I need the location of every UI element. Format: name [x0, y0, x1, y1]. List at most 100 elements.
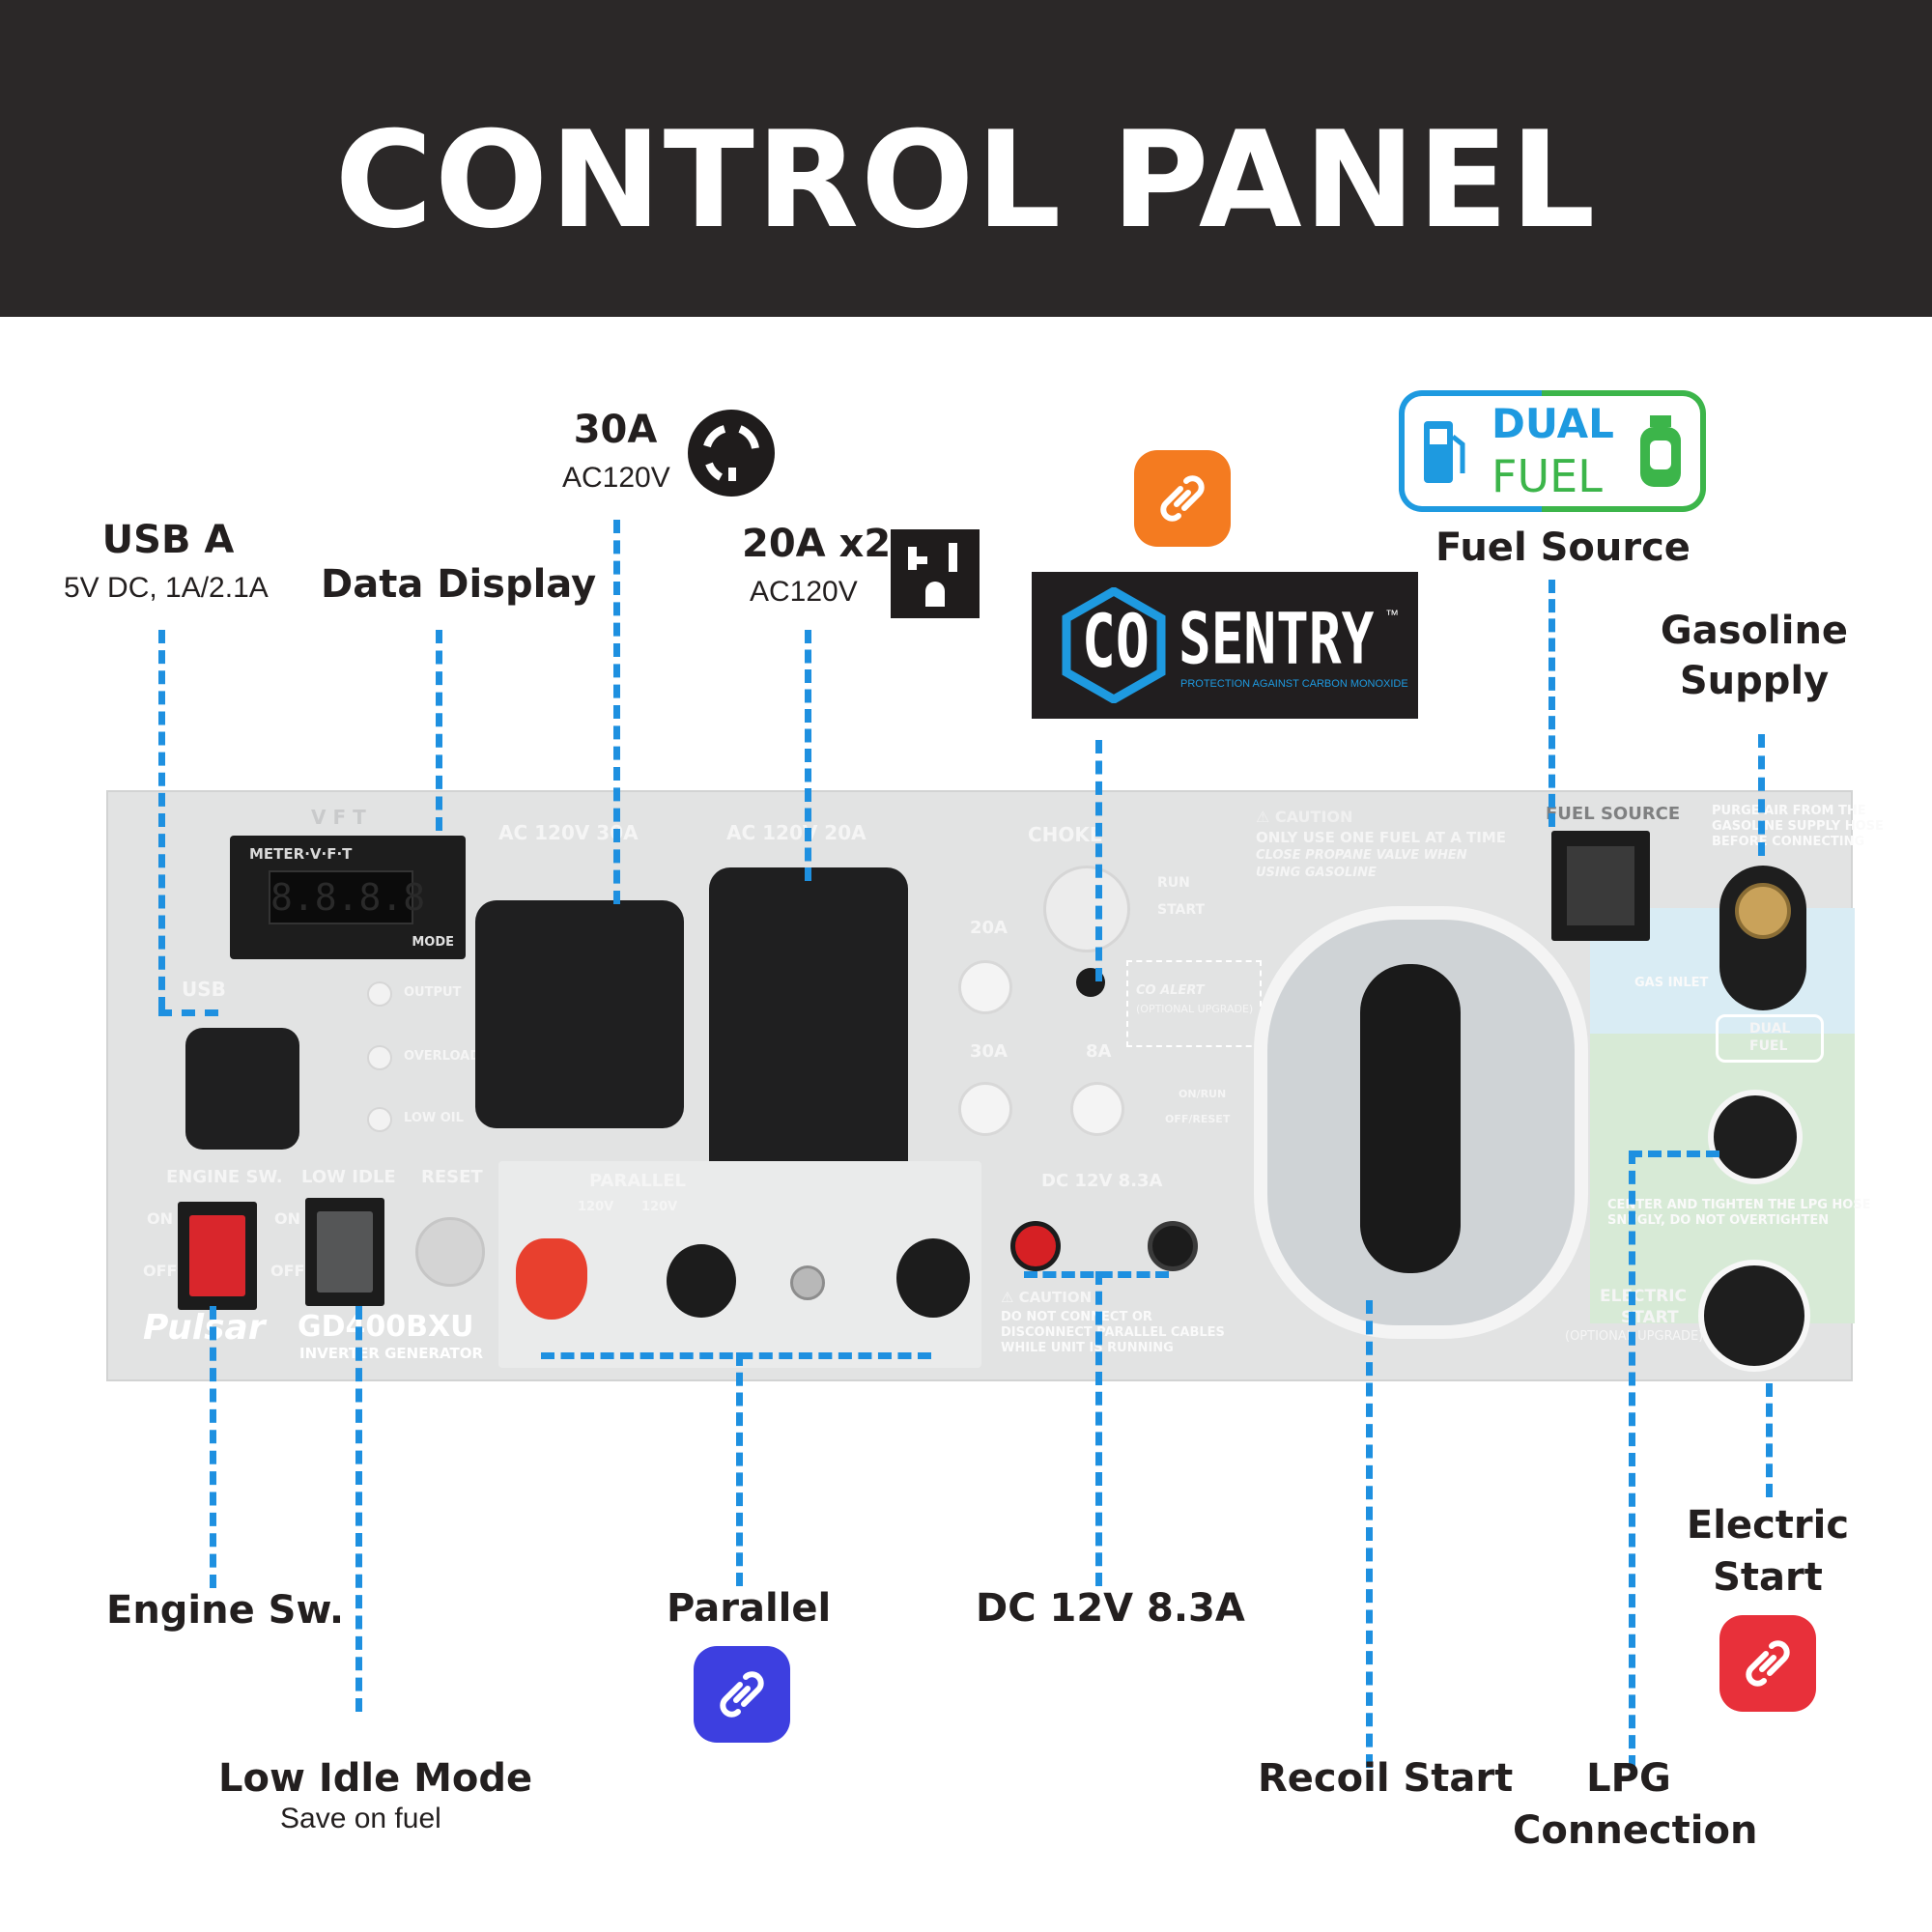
leader-data-display — [436, 630, 442, 831]
gasoline-callout-line2: Supply — [1679, 659, 1830, 703]
fuel-caution-2: CLOSE PROPANE VALVE WHEN — [1256, 848, 1467, 863]
breaker-8a[interactable] — [1070, 1082, 1124, 1136]
start-label: START — [1157, 902, 1206, 918]
low-idle-label: LOW IDLE — [301, 1167, 396, 1187]
sentry-text: SENTRY — [1179, 599, 1375, 681]
co-alert-sub: (OPTIONAL UPGRADE) — [1136, 1003, 1254, 1015]
gasoline-inlet[interactable] — [1719, 866, 1806, 1010]
fuel-caution-title: ⚠ CAUTION — [1256, 808, 1353, 826]
leader-usb — [158, 630, 165, 1010]
choke-knob[interactable] — [1043, 866, 1130, 952]
fuel-text: FUEL — [1492, 450, 1603, 502]
low-oil-label: LOW OIL — [404, 1111, 464, 1125]
leader-20a — [805, 630, 811, 881]
lpg-note-2: SNUGLY, DO NOT OVERTIGHTEN — [1607, 1213, 1830, 1228]
run-label: RUN — [1157, 875, 1190, 891]
purge-note-2: GASOLINE SUPPLY HOSE — [1712, 819, 1884, 834]
fuel-source-label: FUEL SOURCE — [1546, 804, 1681, 824]
fuel-source-callout: Fuel Source — [1435, 526, 1690, 570]
low-idle-callout-title: Low Idle Mode — [218, 1756, 533, 1801]
leader-usb-h — [158, 1009, 218, 1016]
lpg-note-1: CENTER AND TIGHTEN THE LPG HOSE — [1607, 1198, 1871, 1212]
control-panel: V F T METER·V·F·T 8.8.8.8 MODE USB OUTPU… — [106, 790, 1884, 1381]
reset-button[interactable] — [415, 1217, 485, 1287]
breaker-8a-label: 8A — [1086, 1041, 1112, 1062]
leader-parallel — [736, 1352, 743, 1586]
usb-callout-title: USB A — [101, 518, 235, 562]
brand-logo: Pulsar — [143, 1308, 266, 1348]
dc-caution-1: DO NOT CONNECT OR — [1001, 1310, 1152, 1324]
outlet-20a-callout-title: 20A x2 — [742, 522, 892, 566]
hexagon-shield-icon — [1062, 587, 1166, 703]
twist-lock-outlet-icon — [688, 410, 775, 497]
dc-terminal-negative[interactable] — [1148, 1221, 1198, 1271]
leader-low-idle — [355, 1306, 362, 1712]
data-display-meter: METER·V·F·T 8.8.8.8 MODE — [230, 836, 466, 959]
low-idle-switch[interactable] — [305, 1198, 384, 1306]
leader-30a — [613, 520, 620, 904]
output-label: OUTPUT — [404, 985, 462, 1000]
recoil-start-callout: Recoil Start — [1258, 1756, 1514, 1801]
output-led — [367, 981, 392, 1007]
co-alert-box: CO ALERT (OPTIONAL UPGRADE) — [1126, 960, 1262, 1047]
link-icon — [720, 1671, 764, 1718]
overload-label: OVERLOAD — [404, 1049, 481, 1064]
choke-label: CHOKE — [1028, 823, 1103, 846]
engine-off-label: OFF — [143, 1262, 178, 1280]
outlet-30a-cover[interactable] — [475, 900, 684, 1128]
page-title: CONTROL PANEL — [334, 102, 1598, 258]
electric-start-link-badge[interactable] — [1719, 1615, 1816, 1712]
parallel-port-black[interactable] — [667, 1244, 736, 1318]
dc-usb-port-black[interactable] — [896, 1238, 970, 1318]
gas-inlet-label: GAS INLET — [1634, 976, 1709, 990]
propane-tank-icon — [1640, 415, 1681, 487]
dc-caution-3: WHILE UNIT IS RUNNING — [1001, 1341, 1174, 1355]
parallel-link-badge[interactable] — [694, 1646, 790, 1743]
dual-fuel-logo: DUAL FUEL — [1399, 390, 1706, 512]
usb-label: USB — [182, 978, 226, 1001]
dc-callout: DC 12V 8.3A — [976, 1586, 1245, 1631]
usb-cover[interactable] — [185, 1028, 299, 1150]
dual-text: DUAL — [1492, 400, 1614, 447]
engine-sw-callout: Engine Sw. — [106, 1588, 345, 1633]
recoil-handle[interactable] — [1360, 964, 1461, 1273]
leader-recoil — [1366, 1300, 1373, 1768]
co-sentry-tagline: PROTECTION AGAINST CARBON MONOXIDE — [1180, 678, 1408, 690]
dc-terminal-positive[interactable] — [1010, 1221, 1061, 1271]
lpg-callout-line1: LPG — [1586, 1756, 1671, 1801]
parallel-label: PARALLEL — [589, 1171, 686, 1191]
electric-start-button[interactable] — [1698, 1260, 1810, 1372]
engine-sw-label: ENGINE SW. — [166, 1167, 283, 1187]
leader-co-sentry — [1095, 740, 1102, 981]
engine-switch[interactable] — [178, 1202, 257, 1310]
leader-engine-sw — [210, 1306, 216, 1588]
parallel-120v-a: 120V — [578, 1200, 614, 1214]
parallel-port-red[interactable] — [516, 1238, 587, 1320]
low-idle-on-label: ON — [274, 1209, 300, 1228]
low-oil-led — [367, 1107, 392, 1132]
purge-note-3: BEFORE CONNECTING — [1712, 835, 1865, 849]
leader-gasoline — [1758, 734, 1765, 856]
breaker-20a[interactable] — [958, 960, 1012, 1014]
lpg-inlet[interactable] — [1708, 1090, 1803, 1184]
link-icon — [1746, 1640, 1790, 1687]
outlet-30a-callout-detail: AC120V — [562, 462, 670, 494]
fuel-source-switch[interactable] — [1551, 831, 1650, 941]
leader-lpg-h — [1629, 1151, 1719, 1157]
tm-mark: ™ — [1385, 607, 1399, 622]
co-alert-label: CO ALERT — [1136, 983, 1205, 998]
outlet-30a-callout-title: 30A — [573, 408, 658, 452]
model-subtitle: INVERTER GENERATOR — [299, 1345, 484, 1362]
ground-terminal[interactable] — [790, 1265, 825, 1300]
breaker-30a[interactable] — [958, 1082, 1012, 1136]
meter-label: METER·V·F·T — [249, 845, 353, 863]
lpg-callout-line2: Connection — [1513, 1808, 1758, 1853]
breaker-30a-label: 30A — [970, 1041, 1008, 1062]
leader-lpg — [1629, 1151, 1635, 1769]
link-icon — [1160, 475, 1205, 522]
co-sentry-link-badge[interactable] — [1134, 450, 1231, 547]
off-reset-label: OFF/RESET — [1165, 1113, 1231, 1125]
data-display-callout: Data Display — [321, 562, 597, 607]
parallel-120v-b: 120V — [641, 1200, 678, 1214]
gas-pump-icon — [1424, 421, 1465, 483]
